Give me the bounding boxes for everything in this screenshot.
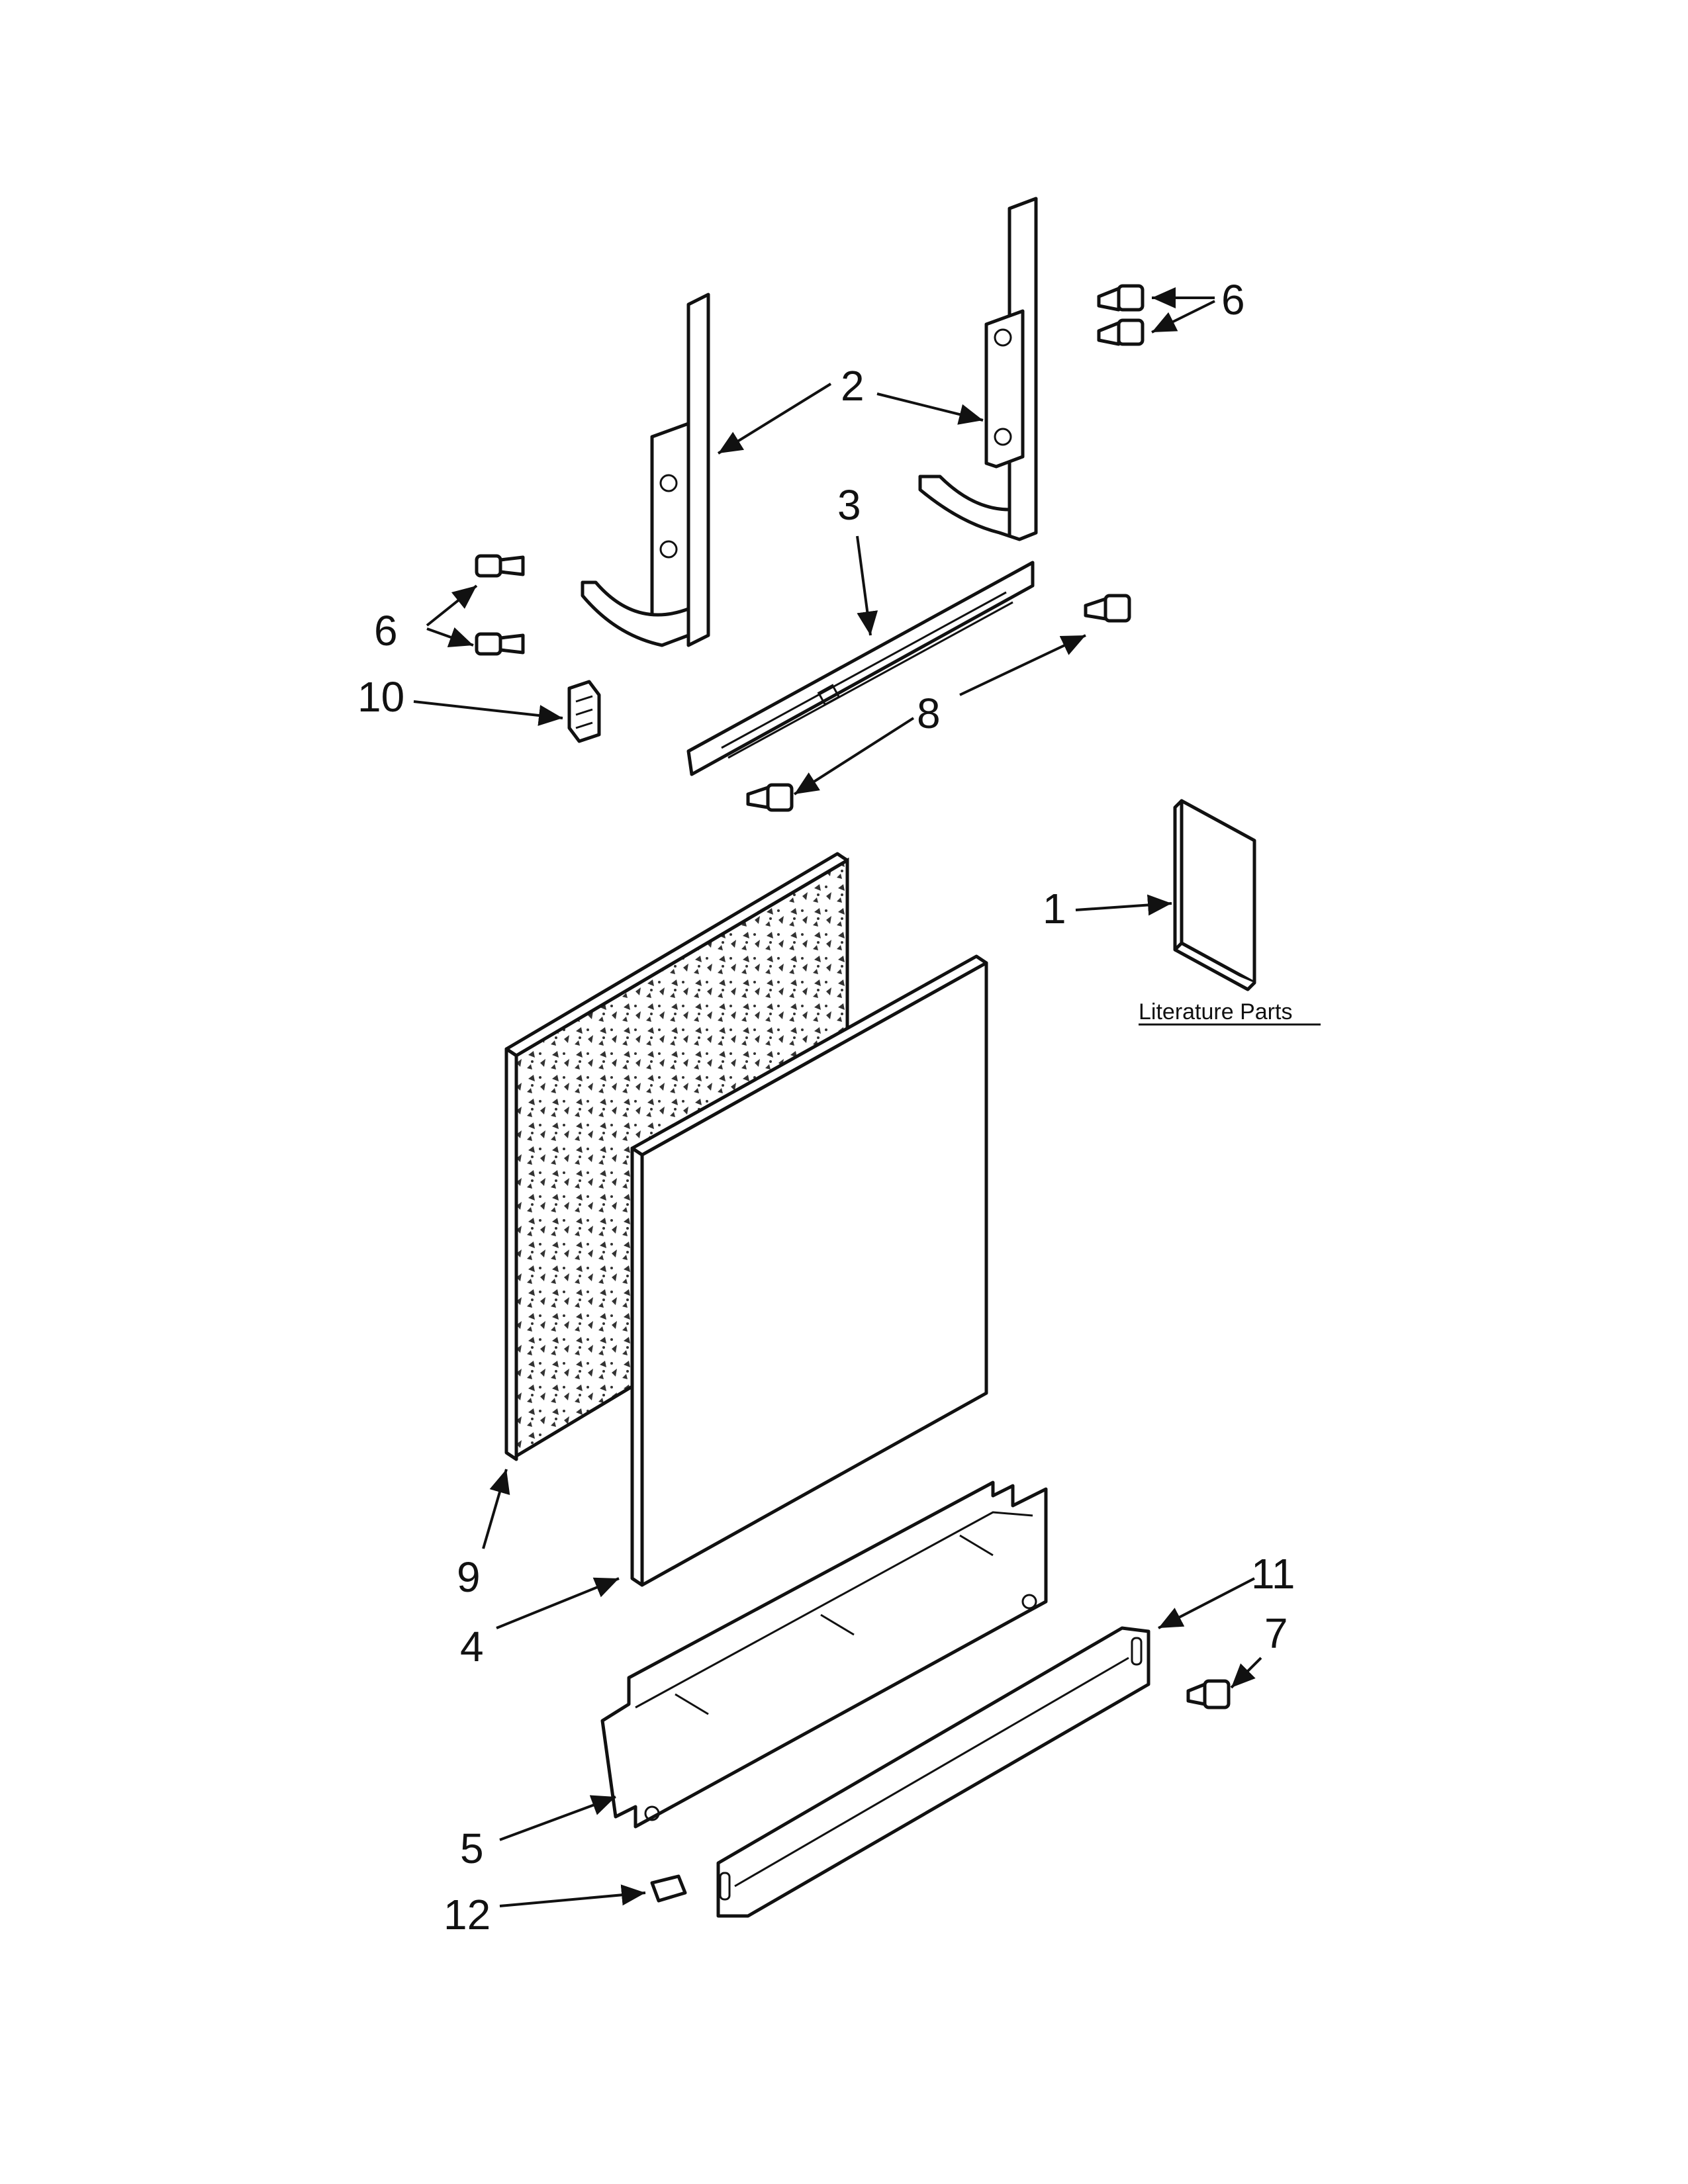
callout-2: 2 [841, 362, 865, 410]
callout-4: 4 [460, 1623, 484, 1670]
toe-kick-clip [650, 1874, 687, 1903]
callout-8: 8 [917, 690, 941, 737]
hinge-screw-left-bottom [475, 632, 525, 656]
callout-6-right: 6 [1221, 276, 1245, 324]
door-clip [567, 680, 601, 743]
kick-plate-screw [1186, 1679, 1231, 1709]
callout-12: 12 [444, 1891, 491, 1938]
callout-11: 11 [1251, 1550, 1295, 1598]
callout-1: 1 [1043, 885, 1066, 933]
literature-booklet [1173, 799, 1256, 991]
left-door-hinge-bracket [581, 293, 710, 647]
door-mounting-rail [686, 561, 1035, 776]
rail-screw-right [1084, 594, 1131, 623]
toe-kick-panel [600, 1480, 1048, 1829]
rail-screw-left [746, 783, 794, 812]
callout-3: 3 [837, 481, 861, 529]
callout-10: 10 [357, 673, 404, 721]
right-door-hinge-bracket [918, 197, 1038, 541]
literature-parts-label: Literature Parts [1139, 999, 1292, 1024]
kick-plate [716, 1626, 1150, 1918]
door-panel [630, 954, 988, 1587]
hinge-screw-right-top [1097, 284, 1145, 312]
callout-5: 5 [460, 1825, 484, 1872]
leader-lines [413, 287, 1262, 1907]
callout-9: 9 [457, 1553, 481, 1601]
hinge-screw-left-top [475, 554, 525, 578]
callout-6-left: 6 [374, 607, 398, 655]
hinge-screw-right-bottom [1097, 318, 1145, 346]
callout-7: 7 [1264, 1610, 1288, 1657]
